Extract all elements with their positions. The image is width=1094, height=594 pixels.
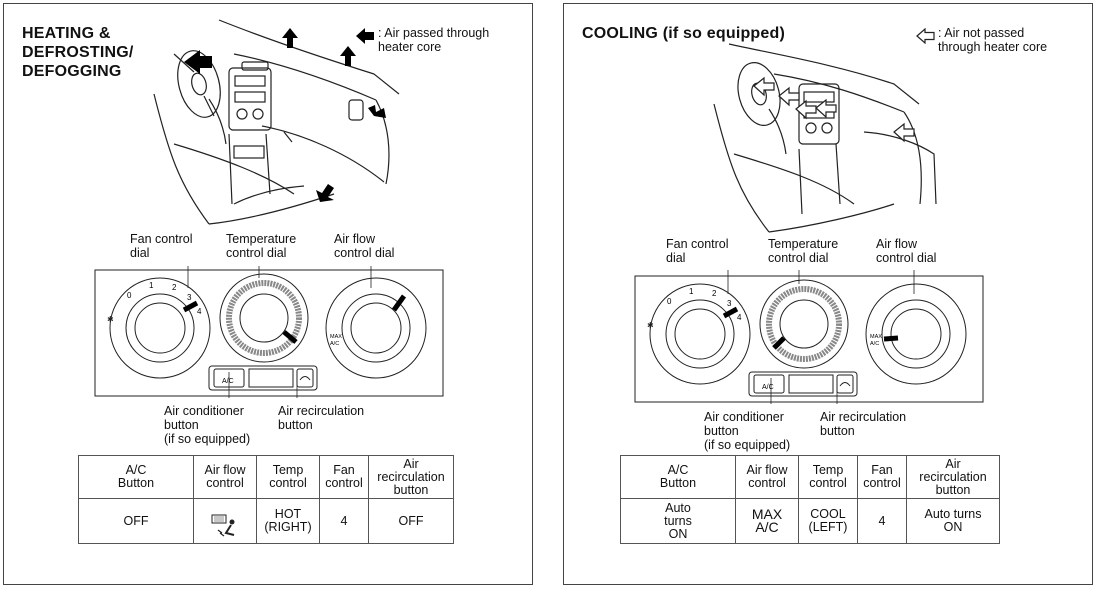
header-recirculation: Air recirculation button — [906, 455, 1000, 499]
air-flow-control-dial-label: Air flow control dial — [876, 237, 937, 265]
temperature-control-dial[interactable] — [219, 273, 309, 363]
dashboard-illustration — [713, 43, 937, 233]
air-recirculation-button-label: Air recirculation button — [278, 404, 365, 432]
section-title: HEATING & DEFROSTING/ DEFOGGING — [22, 25, 134, 80]
svg-text:✱: ✱ — [647, 321, 654, 330]
floor-and-defrost-icon — [211, 514, 235, 537]
air-flow-control-dial[interactable] — [865, 283, 967, 385]
fan-speed-3: 3 — [187, 293, 192, 302]
air-conditioner-button-label: Air conditioner button (if so equipped) — [704, 410, 791, 452]
header-temp: Temp control — [798, 455, 858, 499]
temperature-control-dial[interactable] — [759, 279, 849, 369]
fan-speed-2: 2 — [712, 289, 717, 298]
solid-black-arrow-icon — [356, 28, 374, 44]
outlined-arrow-icon — [916, 28, 935, 44]
recirculation-icon — [299, 376, 311, 381]
climate-control-panel: ✱ 0 1 2 3 4 MAX A/C A/C — [634, 270, 984, 404]
fan-speed-0: 0 — [127, 291, 132, 300]
air-flow-control-dial[interactable] — [325, 277, 427, 379]
max-ac-marking: MAX — [330, 334, 342, 340]
fan-speed-4: 4 — [737, 313, 742, 322]
air-recirculation-button-label: Air recirculation button — [820, 410, 907, 438]
header-temp: Temp control — [256, 455, 320, 499]
dashboard-illustration — [153, 19, 400, 225]
header-fan: Fan control — [857, 455, 907, 499]
fan-speed-4: 4 — [197, 307, 202, 316]
fan-control-dial[interactable]: ✱ — [107, 277, 211, 379]
air-recirculation-button[interactable] — [836, 374, 854, 394]
fan-speed-0: 0 — [667, 297, 672, 306]
temperature-control-dial-label: Temperature control dial — [226, 232, 297, 260]
fan-control-dial[interactable]: ✱ — [647, 283, 751, 385]
cooling-panel: COOLING (if so equipped) : Air not passe… — [563, 3, 1093, 585]
air-conditioner-button[interactable]: A/C — [213, 368, 245, 388]
fan-speed-1: 1 — [149, 281, 154, 290]
fan-control-dial-label: Fan control dial — [666, 237, 729, 265]
svg-text:✱: ✱ — [107, 315, 114, 324]
svg-text:A/C: A/C — [870, 341, 879, 347]
recirculation-setting: OFF — [368, 498, 454, 544]
airflow-setting — [193, 498, 257, 544]
fan-speed-3: 3 — [727, 299, 732, 308]
header-airflow: Air flow control — [735, 455, 799, 499]
climate-control-panel: ✱ 0 1 2 3 4 MAX A/C A/C — [94, 266, 444, 398]
ac-button-label: A/C — [762, 384, 774, 391]
section-title: COOLING (if so equipped) — [582, 25, 786, 42]
heating-panel: HEATING & DEFROSTING/ DEFOGGING : Air pa… — [3, 3, 533, 585]
max-ac-marking: MAX — [870, 334, 882, 340]
air-flow-control-dial-label: Air flow control dial — [334, 232, 395, 260]
header-fan: Fan control — [319, 455, 369, 499]
ac-setting: OFF — [78, 498, 194, 544]
legend-text: : Air passed through heater core — [378, 26, 490, 54]
air-conditioner-button[interactable]: A/C — [753, 374, 785, 394]
temperature-control-dial-label: Temperature control dial — [768, 237, 839, 265]
air-recirculation-button[interactable] — [296, 368, 314, 388]
svg-text:A/C: A/C — [330, 341, 339, 347]
legend-text: : Air not passed through heater core — [938, 26, 1048, 54]
temp-setting: COOL (LEFT) — [798, 498, 858, 544]
fan-setting: 4 — [319, 498, 369, 544]
fan-speed-1: 1 — [689, 287, 694, 296]
airflow-setting: MAX A/C — [735, 498, 799, 544]
header-airflow: Air flow control — [193, 455, 257, 499]
settings-table: A/C Button Air flow control Temp control… — [78, 455, 454, 544]
ac-setting: Auto turns ON — [620, 498, 736, 544]
header-ac: A/C Button — [620, 455, 736, 499]
fan-speed-2: 2 — [172, 283, 177, 292]
header-recirculation: Air recirculation button — [368, 455, 454, 499]
fan-control-dial-label: Fan control dial — [130, 232, 193, 260]
fan-setting: 4 — [857, 498, 907, 544]
settings-table: A/C Button Air flow control Temp control… — [620, 455, 1000, 544]
recirculation-icon — [839, 382, 851, 387]
air-conditioner-button-label: Air conditioner button (if so equipped) — [164, 404, 251, 446]
recirculation-setting: Auto turns ON — [906, 498, 1000, 544]
header-ac: A/C Button — [78, 455, 194, 499]
ac-button-label: A/C — [222, 378, 234, 385]
temp-setting: HOT (RIGHT) — [256, 498, 320, 544]
